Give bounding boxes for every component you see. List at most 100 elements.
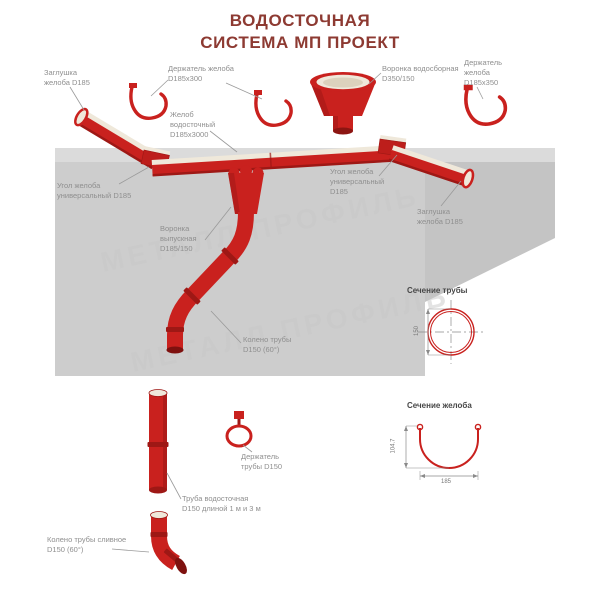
dim-gutter-width: 185 (441, 479, 452, 485)
gutter-front-body (152, 150, 393, 176)
downpipe-straight (147, 389, 169, 494)
leader-line (242, 444, 253, 453)
pipe-holder-ring (225, 424, 253, 448)
drain-elbow-collar-1 (150, 532, 168, 537)
downpipe-socket (147, 442, 169, 447)
outlet-opening (175, 557, 187, 575)
hook-mid-curve (254, 92, 293, 127)
dim-arrow (426, 309, 430, 314)
drain-elbow (150, 511, 187, 575)
label-gutter-corner-right: Угол желоба универсальный D185 (330, 167, 385, 196)
pipe-collar-3 (166, 327, 184, 332)
gutter-left-shadow (76, 121, 153, 170)
gutter-front-interior (151, 145, 392, 166)
downpipe-open-top (148, 389, 168, 397)
leader-lines (69, 72, 484, 553)
pipe-holder (225, 411, 253, 448)
label-pipe-elbow: Колено трубы D150 (60°) (243, 335, 292, 354)
gutter-seam (269, 152, 273, 169)
gutter-hook-mid (254, 90, 293, 127)
title-line-2: СИСТЕМА МП ПРОЕКТ (200, 33, 400, 53)
downpipe-shade (163, 393, 167, 490)
dim-arrow (420, 474, 425, 478)
hook-mid-plate (254, 90, 262, 95)
gutter-section-profile (419, 428, 479, 469)
label-outlet-funnel: Воронка выпускная D185/150 (160, 224, 197, 253)
label-pipe-holder: Держатель трубы D150 (241, 452, 283, 471)
collecting-funnel-outlet (333, 127, 353, 135)
heading-gutter-section: Сечение желоба (407, 401, 472, 410)
page-title: ВОДОСТОЧНАЯ СИСТЕМА МП ПРОЕКТ (0, 10, 600, 54)
collar-band (221, 247, 239, 265)
collecting-funnel-opening (323, 77, 363, 88)
pipe-holder-plate (234, 411, 244, 419)
pipe-section-outer-circle (427, 308, 475, 356)
gutter-run-left (74, 107, 161, 170)
leader-line (225, 82, 263, 100)
gutter-section-bead-right (474, 423, 482, 431)
dim-arrow (426, 350, 430, 355)
label-gutter: Желоб водосточный D185x3000 (170, 110, 216, 139)
gutter-section-bead-left (416, 423, 424, 431)
gutter-run-right (388, 145, 475, 189)
outlet-funnel (228, 165, 264, 214)
pipe-collar-1 (221, 247, 239, 265)
leader-line (204, 206, 232, 241)
collecting-funnel (310, 72, 376, 135)
outlet-funnel-shade (228, 173, 240, 214)
label-gutter-holder-300: Держатель желоба D185x300 (168, 64, 234, 83)
leader-line (111, 548, 150, 553)
leader-line (368, 72, 382, 85)
collecting-funnel-shade (311, 84, 330, 116)
dim-arrow (404, 426, 408, 431)
pipe-section-diagram (418, 300, 484, 364)
leader-line (210, 310, 242, 344)
dim-gutter-depth: 104.7 (390, 438, 397, 454)
leader-line (476, 86, 484, 100)
hook-left-plate (129, 83, 137, 88)
gutter-section-diagram (404, 423, 482, 480)
wall-side-face (425, 162, 555, 302)
corner-left-interior (143, 146, 171, 156)
label-gutter-end-cap-right: Заглушка желоба D185 (417, 207, 463, 226)
corner-right-interior (379, 135, 407, 144)
pipe-collar-2 (183, 287, 201, 305)
leader-line (440, 180, 462, 207)
gutter-run-front (151, 145, 393, 177)
pipe-section-inner-circle (430, 311, 472, 353)
pipe-holder-stem (237, 419, 241, 426)
gutter-right-shadow (388, 158, 467, 187)
label-gutter-end-cap-left: Заглушка желоба D185 (44, 68, 90, 87)
heading-pipe-section: Сечение трубы (407, 286, 468, 295)
label-gutter-holder-350: Держатель желоба D185x350 (464, 58, 503, 87)
dim-arrow (404, 463, 408, 468)
gutter-left-interior (81, 109, 161, 161)
wall-front-face (55, 162, 425, 376)
gutter-end-cap-right (461, 168, 475, 189)
hook-right-plate (463, 84, 473, 91)
downpipe-bottom (149, 486, 167, 494)
leader-line (378, 154, 398, 177)
gutter-right-body (388, 150, 470, 187)
gutter-front-shadow (152, 159, 393, 177)
collecting-funnel-neck-shade (333, 116, 338, 131)
title-line-1: ВОДОСТОЧНАЯ (229, 11, 371, 30)
hook-left-curve (129, 85, 168, 120)
gutter-right-interior (391, 145, 472, 177)
leader-line (69, 86, 85, 111)
label-gutter-corner-left: Угол желоба универсальный D185 (57, 181, 132, 200)
leader-line (118, 166, 150, 185)
label-collecting-funnel: Воронка водосборная D350/150 (382, 64, 459, 83)
drain-elbow-open-top (150, 511, 168, 519)
dim-arrow (473, 474, 478, 478)
leader-line (166, 472, 182, 500)
downpipe-body (149, 393, 167, 490)
label-drain-elbow: Колено трубы сливное D150 (60°) (47, 535, 127, 554)
dim-pipe-diameter: 150 (414, 325, 421, 337)
gutter-hook-right (463, 84, 508, 126)
leader-line (150, 79, 169, 97)
gutter-end-cap-left (74, 107, 89, 127)
gutter-left-front (76, 114, 158, 169)
